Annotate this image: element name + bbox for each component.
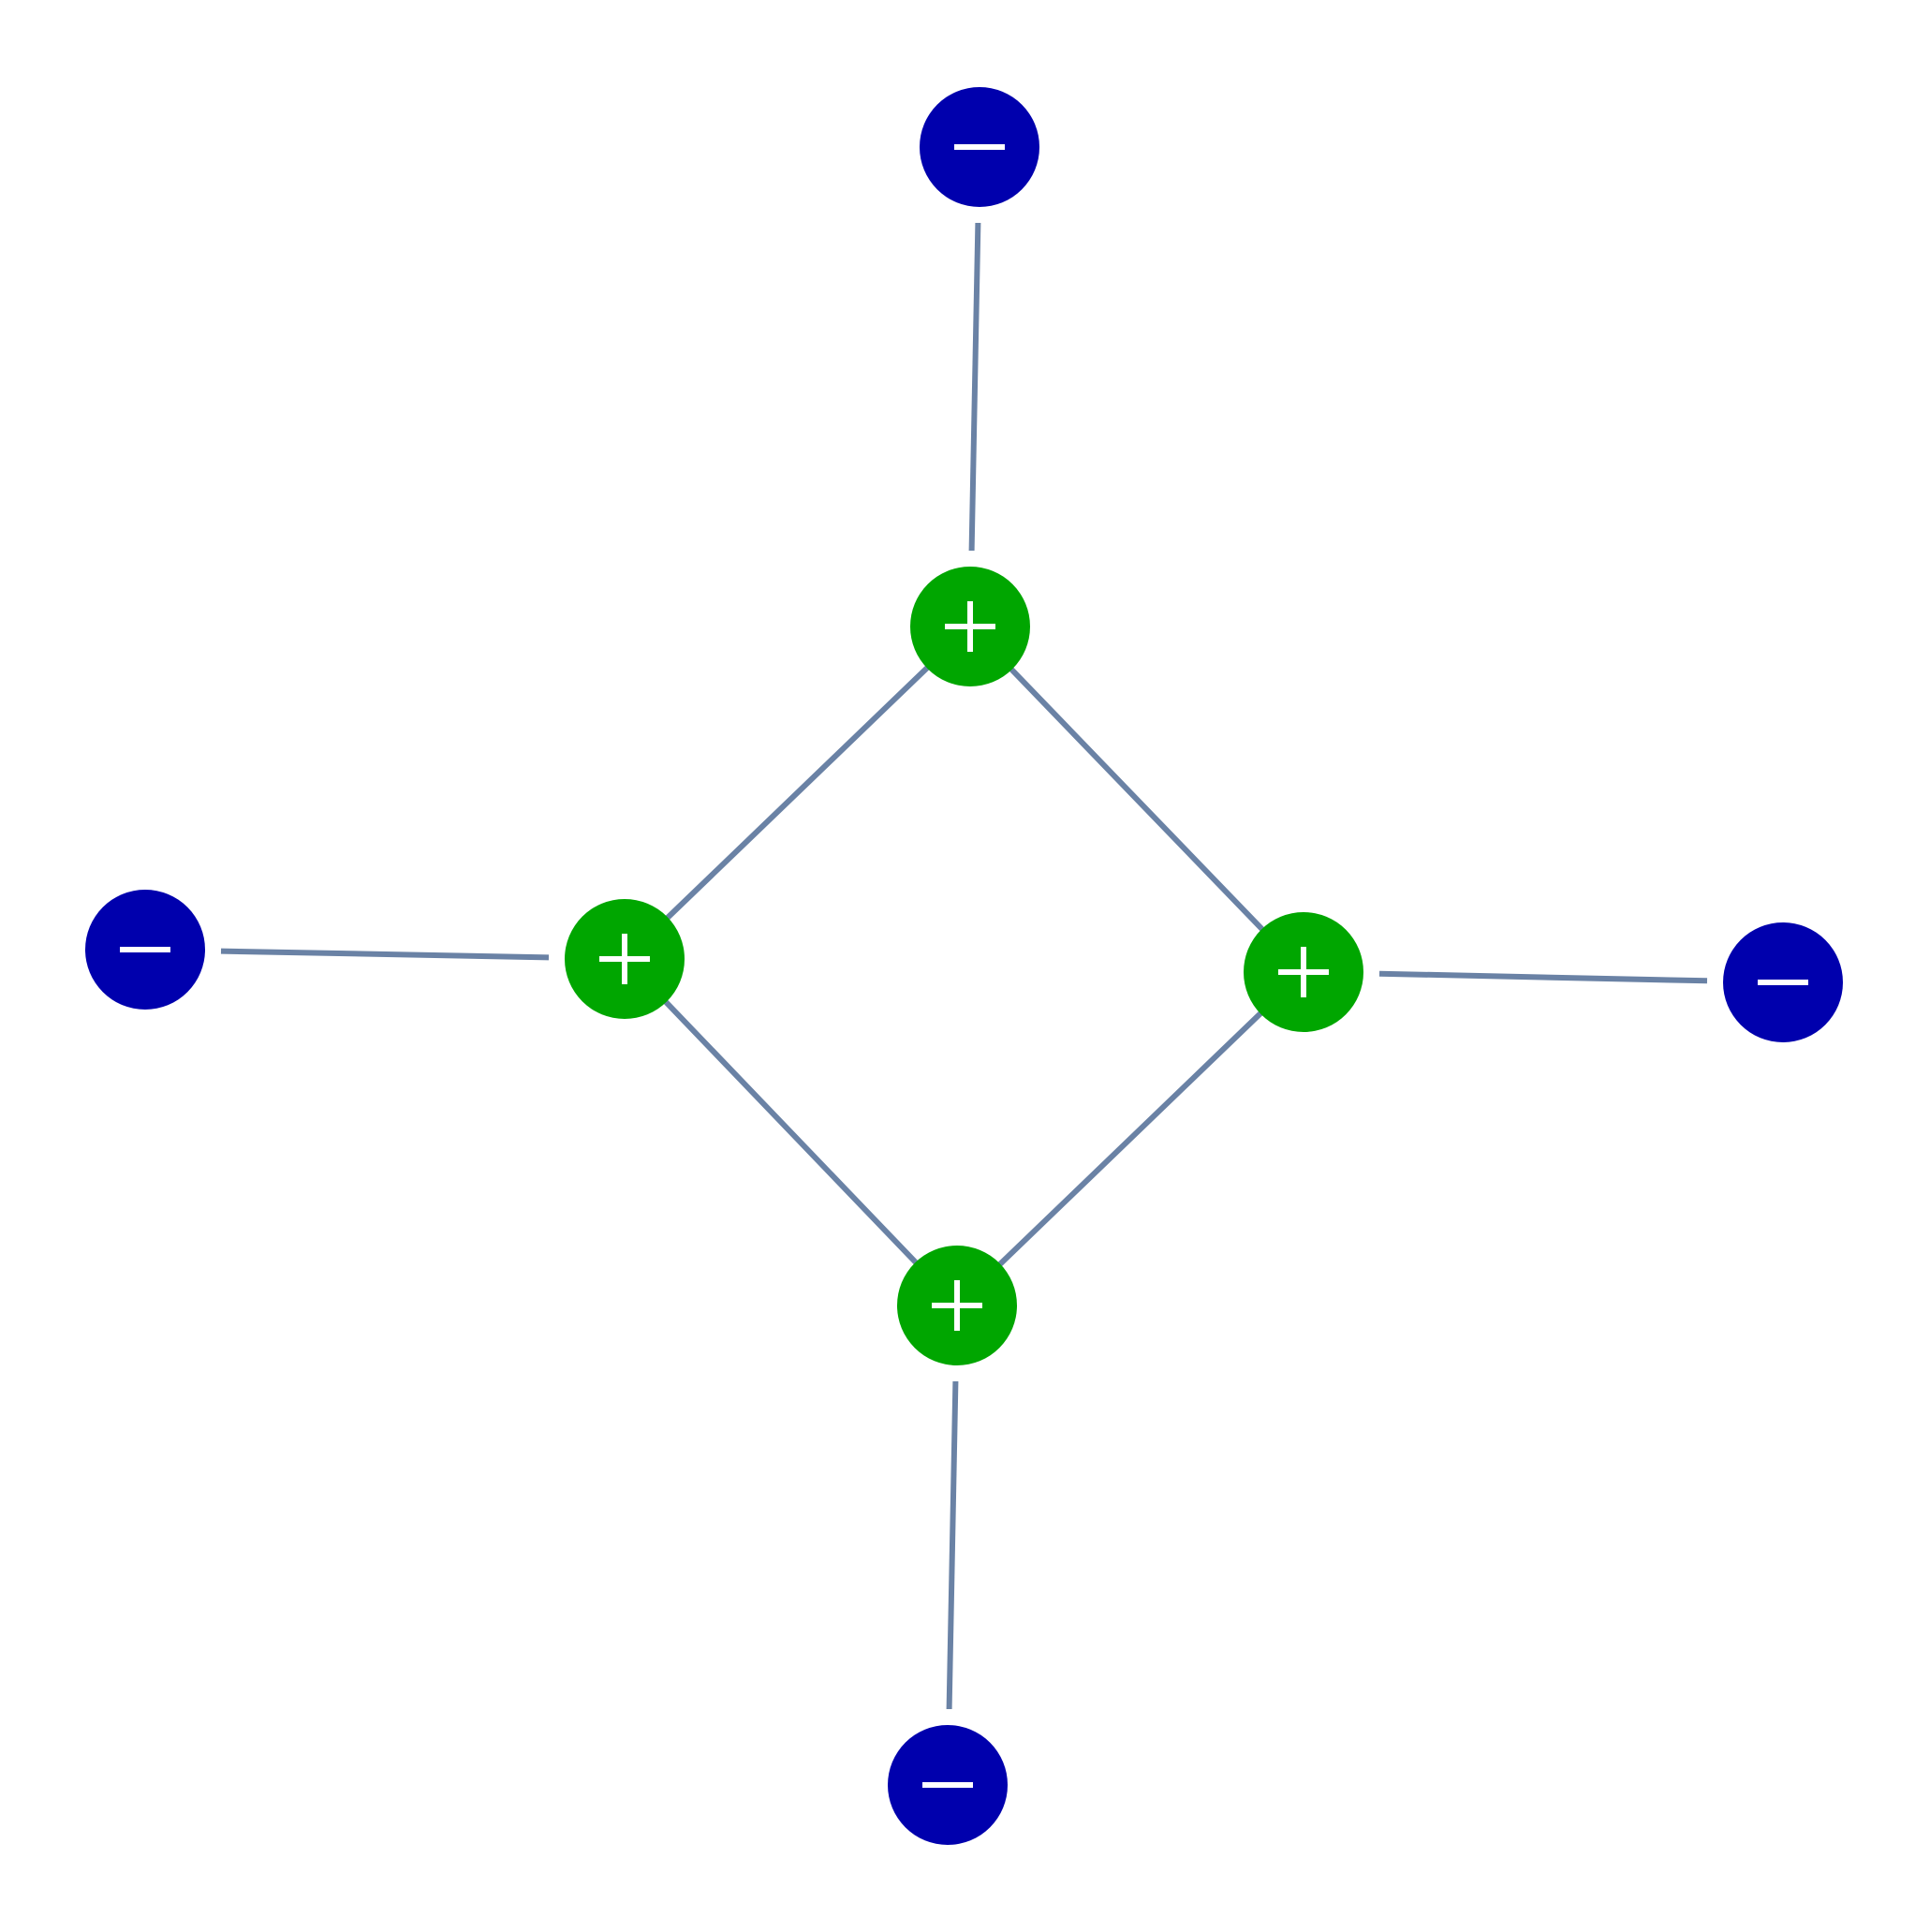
- node-top-negative: [920, 87, 1039, 207]
- node-right-negative: [1723, 922, 1843, 1042]
- plus-icon: [1278, 947, 1329, 997]
- nodes-layer: [85, 87, 1843, 1845]
- node-bottom-positive: [897, 1246, 1017, 1365]
- plus-icon: [945, 601, 995, 652]
- edge-top-negative-to-top-positive: [968, 222, 981, 552]
- edge-right-positive-to-right-negative: [1378, 970, 1708, 984]
- edge-top-positive-to-left-positive: [660, 660, 935, 925]
- node-left-positive: [565, 899, 685, 1019]
- node-bottom-negative: [888, 1725, 1008, 1845]
- edge-left-negative-to-left-positive: [220, 948, 550, 961]
- node-right-positive: [1244, 912, 1363, 1032]
- edge-right-positive-to-bottom-positive: [993, 1006, 1268, 1272]
- plus-icon: [599, 934, 650, 984]
- node-left-negative: [85, 890, 205, 1010]
- edge-left-positive-to-bottom-positive: [658, 995, 923, 1270]
- plus-icon: [932, 1280, 982, 1331]
- edges-layer: [220, 222, 1708, 1710]
- edge-bottom-positive-to-bottom-negative: [946, 1380, 959, 1710]
- edge-top-positive-to-right-positive: [1004, 662, 1270, 937]
- node-top-positive: [910, 567, 1030, 686]
